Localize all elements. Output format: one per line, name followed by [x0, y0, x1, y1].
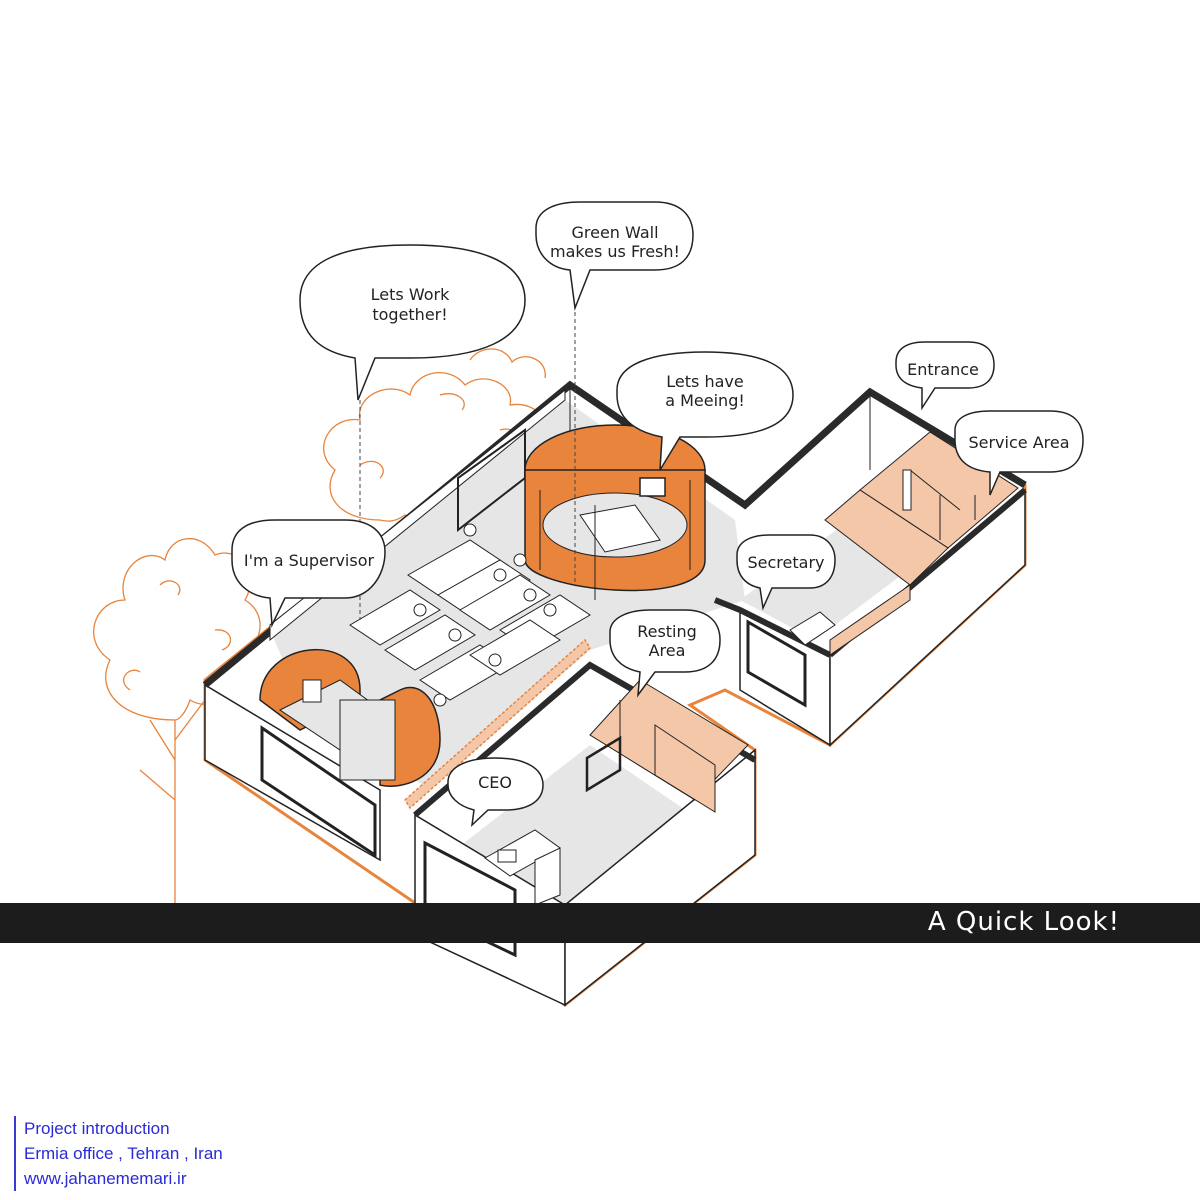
workstations: [349, 523, 591, 707]
bubble-green-wall: Green Wall makes us Fresh!: [535, 201, 694, 311]
ceo-wall-window: [585, 735, 622, 793]
window-secretary: [746, 619, 807, 708]
ceo-desk: [484, 829, 561, 906]
bubble-work-together: Lets Work together!: [299, 244, 526, 401]
project-credits: Project introduction Ermia office , Tehr…: [14, 1116, 223, 1191]
bubble-work-together-line2: together!: [372, 305, 447, 324]
bubble-secretary-text: Secretary: [748, 553, 825, 572]
bubble-secretary: Secretary: [736, 534, 836, 611]
secretary-desk: [789, 611, 836, 646]
bubble-entrance: Entrance: [895, 341, 995, 411]
bubble-resting-area: Resting Area: [609, 609, 721, 698]
chairs: [413, 523, 557, 707]
bubble-entrance-text: Entrance: [907, 360, 979, 379]
bubble-work-together-line1: Lets Work: [371, 285, 450, 304]
supervisor-room: [259, 648, 441, 787]
bubble-resting-area-line1: Resting: [637, 622, 697, 641]
bubble-green-wall-line2: makes us Fresh!: [550, 242, 680, 261]
bubble-meeting: Lets have a Meeing!: [616, 351, 794, 471]
service-area-rooms: [824, 431, 1019, 656]
bubble-supervisor: I'm a Supervisor: [231, 519, 386, 628]
front-wall-left: [204, 683, 381, 862]
bubble-ceo: CEO: [447, 757, 544, 827]
credits-line-intro: Project introduction: [24, 1119, 170, 1138]
bubble-meeting-line2: a Meeing!: [665, 391, 745, 410]
bubble-service-area-text: Service Area: [968, 433, 1069, 452]
bubble-service-area: Service Area: [954, 410, 1084, 496]
bubble-resting-area-line2: Area: [649, 641, 686, 660]
window-left: [260, 725, 377, 858]
window-ceo: [423, 840, 517, 958]
bubble-supervisor-text: I'm a Supervisor: [244, 551, 375, 570]
green-wall: [404, 638, 591, 810]
bubble-meeting-line1: Lets have: [666, 372, 743, 391]
bubble-ceo-text: CEO: [478, 773, 512, 792]
credits-line-website: www.jahanememari.ir: [24, 1169, 187, 1188]
resting-area-room: [589, 679, 749, 813]
bubble-green-wall-line1: Green Wall: [571, 223, 658, 242]
band-title: A Quick Look!: [927, 907, 1120, 937]
meeting-room: [524, 424, 706, 600]
title-band: A Quick Look!: [0, 903, 1200, 943]
credits-line-location: Ermia office , Tehran , Iran: [24, 1144, 223, 1163]
